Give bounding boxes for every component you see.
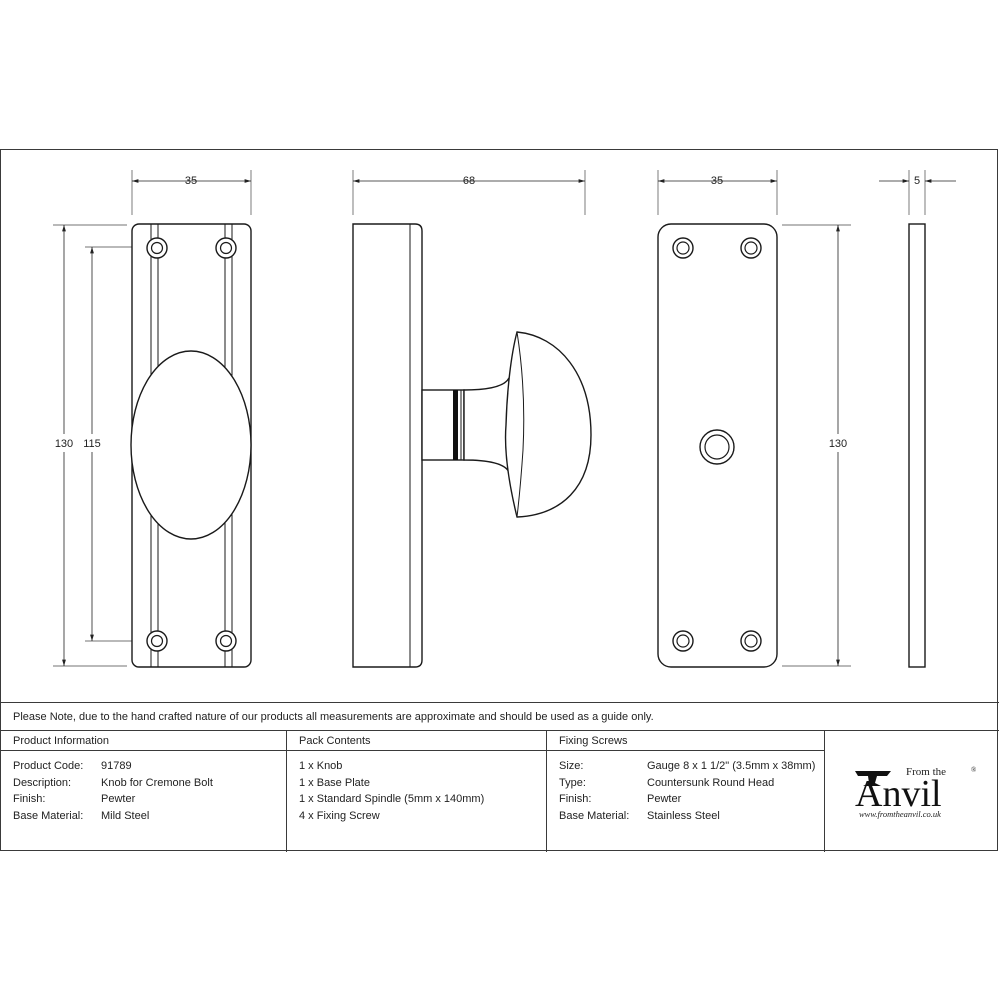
- knob-neck: [463, 377, 510, 473]
- svg-text:®: ®: [971, 766, 977, 774]
- screw-hole-icon: [740, 237, 762, 259]
- knob-dome: [504, 331, 592, 518]
- back-view: 35 130: [657, 170, 851, 668]
- description-row: Description: Knob for Cremone Bolt: [13, 776, 213, 789]
- screw-hole-icon: [146, 630, 168, 652]
- oval-knob-front: [130, 350, 252, 540]
- fixing-screws-heading: Fixing Screws: [547, 731, 824, 751]
- screw-material-row: Base Material: Stainless Steel: [559, 810, 720, 823]
- svg-text:Anvil: Anvil: [855, 773, 942, 815]
- measurement-note: Please Note, due to the hand crafted nat…: [1, 702, 999, 730]
- anvil-icon: [855, 771, 891, 786]
- pack-contents-column: Pack Contents 1 x Knob 1 x Base Plate 1 …: [287, 731, 547, 852]
- pack-item: 1 x Standard Spindle (5mm x 140mm): [299, 793, 485, 806]
- from-the-anvil-logo: From the ® Anvil www.fromtheanvil.co.uk: [855, 766, 977, 819]
- pack-item: 1 x Knob: [299, 760, 343, 772]
- edge-view: 5: [879, 170, 956, 668]
- back-width-label: 35: [711, 175, 723, 187]
- screw-hole-icon: [740, 630, 762, 652]
- spindle-hole-icon: [699, 429, 735, 465]
- pack-contents-heading: Pack Contents: [287, 731, 546, 751]
- front-width-label: 35: [185, 175, 197, 187]
- pack-item: 4 x Fixing Screw: [299, 810, 380, 823]
- finish-row: Finish: Pewter: [13, 793, 136, 806]
- svg-text:www.fromtheanvil.co.uk: www.fromtheanvil.co.uk: [859, 809, 941, 819]
- front-view: 35 130 115: [53, 170, 252, 668]
- screw-type-row: Type: Countersunk Round Head: [559, 776, 775, 789]
- screw-hole-icon: [215, 630, 237, 652]
- svg-text:From the: From the: [906, 766, 946, 778]
- edge-width-label: 5: [914, 175, 920, 187]
- side-view: 68: [352, 170, 592, 668]
- info-table: Product Information Product Code: 91789 …: [1, 730, 999, 852]
- spindle-ring: [453, 390, 458, 460]
- fixing-screws-column: Fixing Screws Size: Gauge 8 x 1 1/2" (3.…: [547, 731, 825, 852]
- base-material-row: Base Material: Mild Steel: [13, 810, 150, 823]
- edge-plate: [908, 223, 926, 668]
- screw-hole-icon: [672, 630, 694, 652]
- product-information-column: Product Information Product Code: 91789 …: [1, 731, 287, 852]
- screw-hole-icon: [146, 237, 168, 259]
- product-code-row: Product Code: 91789: [13, 760, 132, 772]
- screw-finish-row: Finish: Pewter: [559, 793, 682, 806]
- product-information-heading: Product Information: [1, 731, 286, 751]
- screw-size-row: Size: Gauge 8 x 1 1/2" (3.5mm x 38mm): [559, 760, 816, 772]
- technical-drawing: 35 130 115: [53, 170, 956, 668]
- back-height-label: 130: [829, 438, 847, 450]
- side-width-label: 68: [463, 175, 475, 187]
- drawing-sheet: 35 130 115: [0, 149, 999, 852]
- hole-spacing-label: 115: [83, 438, 101, 450]
- front-height-label: 130: [55, 438, 73, 450]
- side-base-plate: [352, 223, 423, 668]
- screw-hole-icon: [672, 237, 694, 259]
- pack-item: 1 x Base Plate: [299, 776, 370, 789]
- screw-hole-icon: [215, 237, 237, 259]
